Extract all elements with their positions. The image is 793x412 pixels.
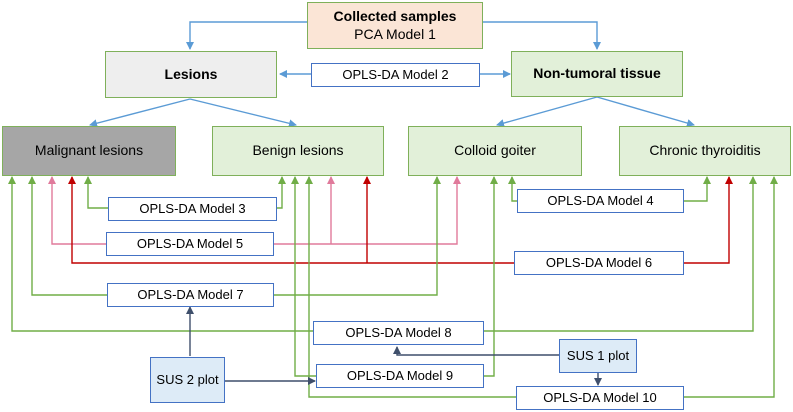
colloid-goiter-box: Colloid goiter: [408, 126, 582, 176]
malignant-lesions-box: Malignant lesions: [2, 126, 176, 176]
model10-connectors: [305, 176, 778, 398]
opls-da-model-5-box: OPLS-DA Model 5: [106, 232, 274, 256]
opls-da-model-3-box: OPLS-DA Model 3: [108, 197, 277, 221]
model8-connectors: [8, 176, 757, 332]
arrow-nontumoral-to-chronic: [596, 96, 695, 127]
lesions-box: Lesions: [105, 51, 277, 98]
sus-arrows: [186, 306, 602, 386]
sus-1-plot-box: SUS 1 plot: [559, 339, 637, 373]
arrow-collected-to-lesions: [186, 21, 307, 50]
arrow-nontumoral-to-colloid: [496, 96, 598, 127]
model9-connectors: [291, 176, 498, 377]
opls-da-model-2-box: OPLS-DA Model 2: [311, 63, 480, 87]
benign-lesions-box: Benign lesions: [212, 126, 384, 176]
opls-da-model-9-box: OPLS-DA Model 9: [316, 364, 484, 388]
pca-model-1-label: PCA Model 1: [354, 25, 436, 42]
opls-da-model-10-box: OPLS-DA Model 10: [516, 386, 684, 410]
model3-connectors: [84, 176, 286, 209]
sus-2-plot-box: SUS 2 plot: [150, 357, 225, 403]
model4-connectors: [508, 176, 711, 202]
collected-samples-title: Collected samples: [333, 8, 457, 24]
opls-da-model-4-box: OPLS-DA Model 4: [517, 189, 684, 213]
model5-connectors: [48, 176, 461, 245]
arrow-collected-to-nontumoral: [483, 21, 601, 50]
hierarchy-arrows: [89, 21, 695, 128]
model6-connectors: [68, 176, 733, 264]
chronic-thyroiditis-box: Chronic thyroiditis: [619, 126, 791, 176]
non-tumoral-tissue-box: Non-tumoral tissue: [511, 51, 683, 97]
opls-da-model-7-box: OPLS-DA Model 7: [107, 283, 274, 307]
arrow-sus1-to-model8: [393, 346, 559, 356]
model7-connectors: [28, 176, 441, 296]
arrow-lesions-to-benign: [189, 98, 297, 128]
opls-da-model-6-box: OPLS-DA Model 6: [514, 251, 684, 275]
opls-da-model-8-box: OPLS-DA Model 8: [313, 321, 484, 345]
collected-samples-box: Collected samples PCA Model 1: [307, 2, 483, 49]
arrow-lesions-to-malignant: [89, 98, 191, 128]
